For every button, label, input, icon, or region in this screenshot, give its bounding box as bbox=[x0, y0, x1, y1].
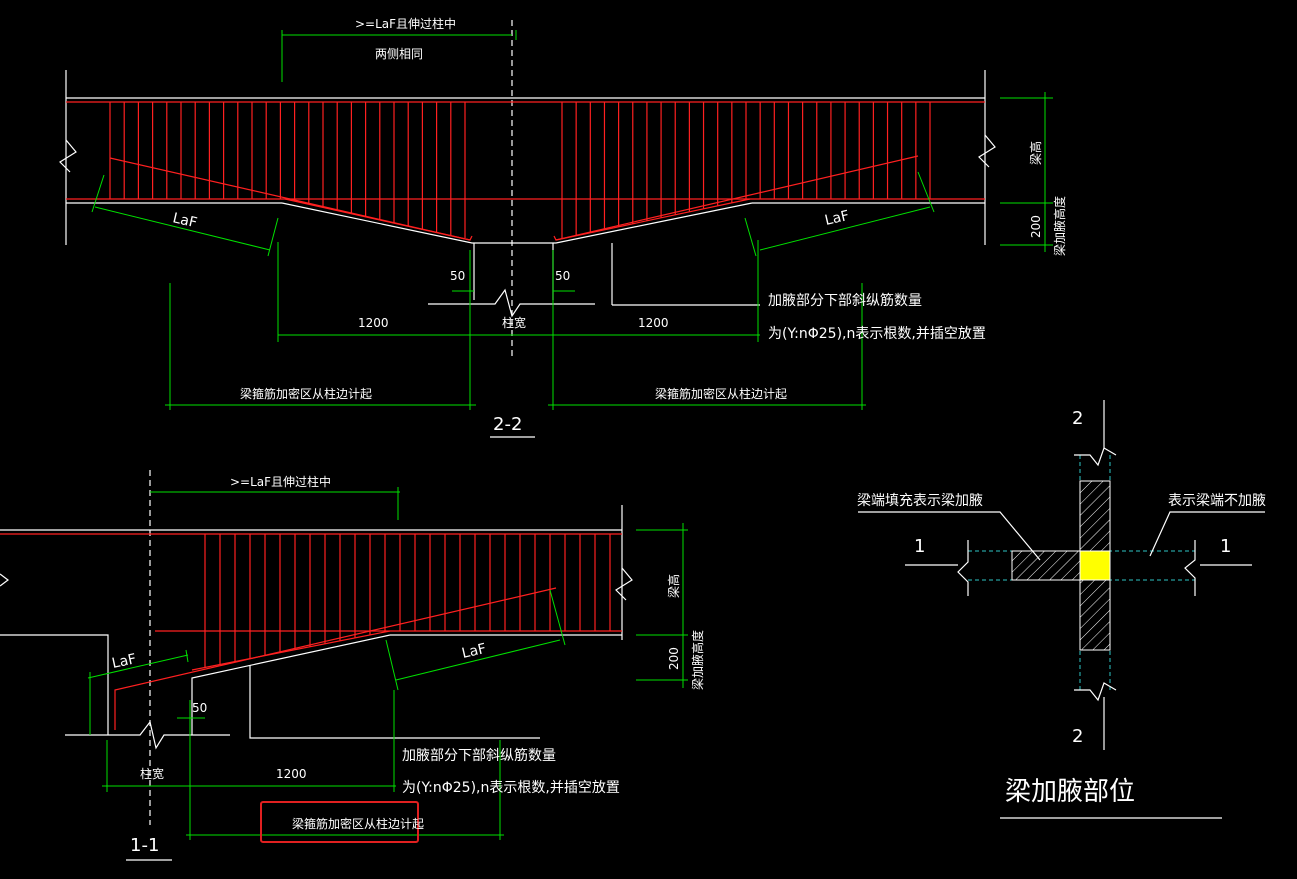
dim-1200-left-2-2: 1200 bbox=[358, 316, 389, 330]
beam-outline-2-2 bbox=[59, 20, 996, 360]
haunch-height-value-1-1: 200 bbox=[667, 647, 681, 670]
mark-bottom: 2 bbox=[1072, 726, 1083, 747]
haunch-height-label-2-2: 梁加腋高度 bbox=[1052, 196, 1067, 256]
stirrups-1-1 bbox=[204, 534, 611, 668]
dense-zone-left-2-2: 梁箍筋加密区从柱边计起 bbox=[240, 386, 372, 401]
column-fill bbox=[1079, 550, 1111, 581]
beam-height-1-1: 梁高 bbox=[666, 574, 681, 598]
dim-1200-1-1: 1200 bbox=[276, 767, 307, 781]
laf-left-2-2: LaF bbox=[171, 210, 198, 231]
section-1-1: >=LaF且伸过柱中 LaF LaF 50 1200 柱宽 梁箍筋加密区从柱边计… bbox=[0, 470, 705, 861]
mark-right: 1 bbox=[1220, 536, 1231, 557]
haunch-hatch-left bbox=[1011, 550, 1081, 581]
dim-1200-right-2-2: 1200 bbox=[638, 316, 669, 330]
label-filled: 梁端填充表示梁加腋 bbox=[857, 493, 983, 509]
top-note-2-2-2: 两侧相同 bbox=[375, 47, 423, 61]
stirrups-right-2-2 bbox=[561, 102, 931, 238]
rebar-2-2 bbox=[66, 101, 985, 241]
top-note-1-1: >=LaF且伸过柱中 bbox=[230, 474, 331, 489]
haunch-hatch-bottom bbox=[1079, 579, 1111, 651]
haunch-hatch-top bbox=[1079, 480, 1111, 552]
dim-50-left-2-2: 50 bbox=[450, 269, 465, 283]
highlight-box bbox=[260, 801, 419, 843]
dim-50-1-1: 50 bbox=[192, 701, 207, 715]
plan-view: 2 2 1 1 梁端填充表示梁加腋 表示梁端不加腋 梁加腋部位 bbox=[857, 400, 1266, 819]
laf-right-2-2: LaF bbox=[823, 208, 850, 229]
mark-top: 2 bbox=[1072, 408, 1083, 429]
laf-right-1-1: LaF bbox=[460, 641, 487, 662]
stirrups-left-2-2 bbox=[109, 102, 466, 238]
column-width-2-2: 柱宽 bbox=[502, 315, 526, 330]
note-line-2-1-1: 为(Y:nΦ25),n表示根数,并插空放置 bbox=[402, 780, 620, 796]
dimensions-1-1 bbox=[87, 487, 688, 840]
mark-left: 1 bbox=[914, 536, 925, 557]
laf-left-1-1: LaF bbox=[111, 651, 138, 672]
dimensions-2-2 bbox=[91, 30, 1053, 410]
dim-50-right-2-2: 50 bbox=[555, 269, 570, 283]
section-label-2-2: 2-2 bbox=[493, 414, 522, 435]
note-line-1-2-2: 加腋部分下部斜纵筋数量 bbox=[768, 292, 922, 309]
labels-1-1: >=LaF且伸过柱中 LaF LaF 50 1200 柱宽 梁箍筋加密区从柱边计… bbox=[111, 474, 705, 861]
beam-outline-1-1 bbox=[0, 470, 633, 825]
dense-zone-right-2-2: 梁箍筋加密区从柱边计起 bbox=[655, 386, 787, 401]
rebar-1-1 bbox=[0, 533, 622, 730]
note-line-2-2-2: 为(Y:nΦ25),n表示根数,并插空放置 bbox=[768, 326, 986, 342]
haunch-height-label-1-1: 梁加腋高度 bbox=[690, 630, 705, 690]
plan-title: 梁加腋部位 bbox=[1005, 777, 1135, 807]
dense-zone-1-1: 梁箍筋加密区从柱边计起 bbox=[292, 816, 424, 831]
haunch-height-value-2-2: 200 bbox=[1029, 215, 1043, 238]
section-label-1-1: 1-1 bbox=[130, 835, 159, 856]
note-line-1-1-1: 加腋部分下部斜纵筋数量 bbox=[402, 747, 556, 764]
beam-height-2-2: 梁高 bbox=[1028, 141, 1043, 165]
section-2-2: >=LaF且伸过柱中 两侧相同 LaF LaF 50 50 1200 1200 … bbox=[59, 16, 1067, 438]
labels-2-2: >=LaF且伸过柱中 两侧相同 LaF LaF 50 50 1200 1200 … bbox=[171, 16, 1067, 438]
label-unfilled: 表示梁端不加腋 bbox=[1168, 493, 1266, 509]
top-note-1-2-2: >=LaF且伸过柱中 bbox=[355, 16, 456, 31]
column-width-1-1: 柱宽 bbox=[140, 766, 164, 781]
